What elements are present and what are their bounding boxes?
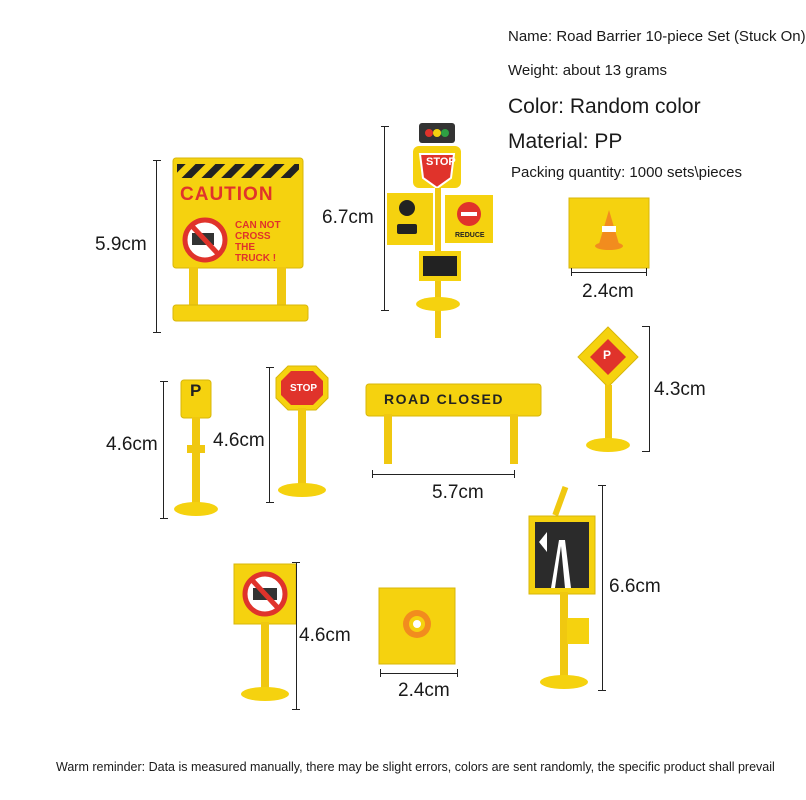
parking-post-sign (174, 379, 218, 516)
dimension-tick (457, 669, 458, 677)
dimension-tick (153, 332, 161, 333)
dimension-line (602, 485, 603, 690)
signal-post-sign (387, 123, 493, 338)
dimension-tick (646, 268, 647, 276)
spec-color: Color: Random color (508, 95, 701, 118)
dimension-label: 6.6cm (609, 576, 661, 597)
dimension-label: 4.6cm (299, 625, 351, 646)
dimension-tick (160, 518, 168, 519)
dimension-label: 4.6cm (213, 430, 265, 451)
caution-text: CAN NOT CROSS THE TRUCK ! (235, 220, 281, 264)
dimension-tick (266, 502, 274, 503)
spec-material: Material: PP (508, 130, 623, 153)
parking-diamond-sign (577, 326, 639, 452)
dimension-line (384, 126, 385, 310)
spec-name: Name: Road Barrier 10-piece Set (Stuck O… (508, 28, 806, 45)
caution-text-line: CAN NOT (235, 220, 281, 231)
dimension-line (269, 367, 270, 502)
dimension-tick (642, 326, 650, 327)
dimension-label: 5.9cm (95, 234, 147, 255)
dimension-label: 2.4cm (582, 281, 634, 302)
dimension-tick (160, 381, 168, 382)
dimension-tick (266, 367, 274, 368)
dimension-line (649, 326, 650, 451)
road-closed-label: ROAD CLOSED (384, 391, 504, 407)
dimension-tick (514, 470, 515, 478)
reduce-label: REDUCE (455, 232, 485, 239)
dimension-tick (381, 126, 389, 127)
dimension-label: 4.3cm (654, 379, 706, 400)
dimension-line (163, 381, 164, 518)
dimension-label: 5.7cm (432, 482, 484, 503)
dimension-tick (381, 310, 389, 311)
dimension-label: 4.6cm (106, 434, 158, 455)
dimension-tick (642, 451, 650, 452)
caution-title: CAUTION (180, 184, 274, 205)
stop-post-sign (275, 365, 329, 497)
highway-sign (528, 485, 596, 689)
dimension-tick (598, 690, 606, 691)
dimension-tick (292, 709, 300, 710)
cone-block-top (568, 197, 650, 269)
dimension-tick (372, 470, 373, 478)
caution-text-line: TRUCK ! (235, 253, 277, 264)
parking-post-label: P (190, 381, 202, 400)
dimension-tick (292, 562, 300, 563)
spec-packing: Packing quantity: 1000 sets\pieces (511, 164, 742, 181)
dimension-line (372, 474, 515, 475)
no-truck-post-sign (233, 563, 297, 701)
dimension-line (156, 160, 157, 332)
dimension-label: 6.7cm (322, 207, 374, 228)
caution-sign (172, 157, 309, 322)
dimension-tick (153, 160, 161, 161)
dimension-tick (571, 268, 572, 276)
stop-label: STOP (290, 383, 318, 394)
dimension-line (296, 562, 297, 709)
caution-text-line: THE (235, 242, 255, 253)
footer-reminder: Warm reminder: Data is measured manually… (56, 760, 775, 774)
dimension-label: 2.4cm (398, 680, 450, 701)
stop-label-small: STOP (426, 156, 456, 168)
parking-diamond-label: P (603, 348, 612, 362)
dimension-line (380, 673, 458, 674)
caution-text-line: CROSS (235, 231, 271, 242)
spec-weight: Weight: about 13 grams (508, 62, 667, 79)
dimension-tick (598, 485, 606, 486)
cone-block-bottom (378, 587, 456, 665)
dimension-tick (380, 669, 381, 677)
road-closed-barrier (365, 383, 542, 464)
dimension-line (571, 272, 647, 273)
